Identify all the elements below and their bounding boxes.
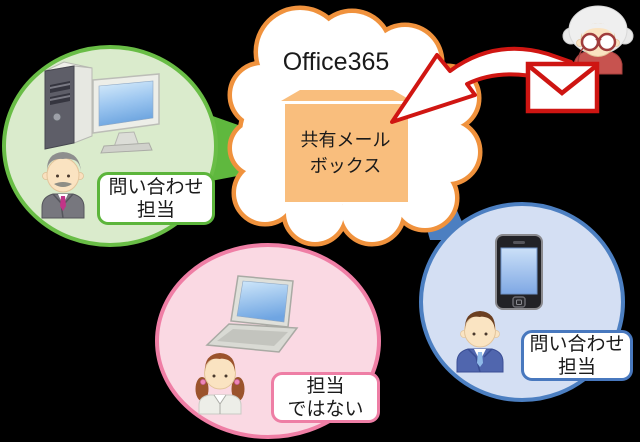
- elderly-woman-icon: [562, 5, 634, 75]
- desktop-computer-icon: [44, 61, 160, 154]
- envelope-icon: [525, 61, 600, 114]
- laptop-user-role-line1: 担当: [306, 375, 345, 397]
- desktop-user-role-line1: 問い合わせ: [108, 176, 204, 198]
- laptop-user-role-line2: ではない: [287, 398, 364, 420]
- woman-icon: [195, 353, 245, 415]
- phone-user-role-line2: 担当: [557, 356, 596, 378]
- desktop-user-role-tag: 問い合わせ 担当: [97, 172, 215, 225]
- phone-user-role-line1: 問い合わせ: [529, 333, 625, 355]
- laptop-user-role-tag: 担当 ではない: [271, 372, 380, 423]
- shared-mailbox-label: 共有メール ボックス: [283, 127, 408, 179]
- desktop-user-role-line2: 担当: [136, 199, 175, 221]
- phone-user-role-tag: 問い合わせ 担当: [521, 330, 633, 381]
- man-icon: [456, 311, 504, 373]
- gray-haired-man-icon: [41, 152, 85, 219]
- office365-title: Office365: [282, 48, 390, 76]
- shared-mailbox-label-line2: ボックス: [309, 156, 382, 176]
- smartphone-icon: [495, 234, 543, 310]
- laptop-icon: [205, 275, 299, 353]
- shared-mailbox-label-line1: 共有メール: [300, 130, 391, 150]
- mailbox-box-icon: [281, 90, 412, 202]
